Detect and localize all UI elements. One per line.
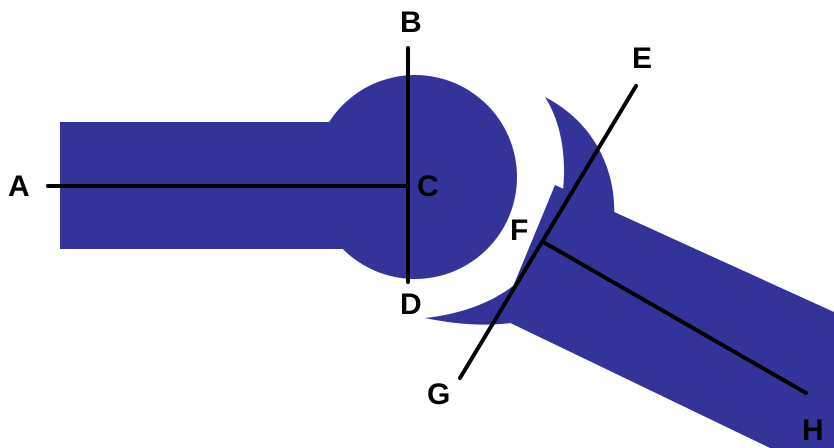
label-h: H — [802, 414, 824, 447]
label-a: A — [8, 170, 30, 203]
label-e: E — [632, 42, 652, 75]
label-g: G — [427, 378, 450, 411]
left-bone — [60, 75, 517, 279]
label-c: C — [417, 170, 439, 203]
label-d: D — [400, 288, 422, 321]
label-f: F — [510, 214, 528, 247]
left-bone-head — [313, 75, 517, 279]
label-b: B — [400, 6, 422, 39]
right-bone-shaft — [500, 185, 834, 448]
